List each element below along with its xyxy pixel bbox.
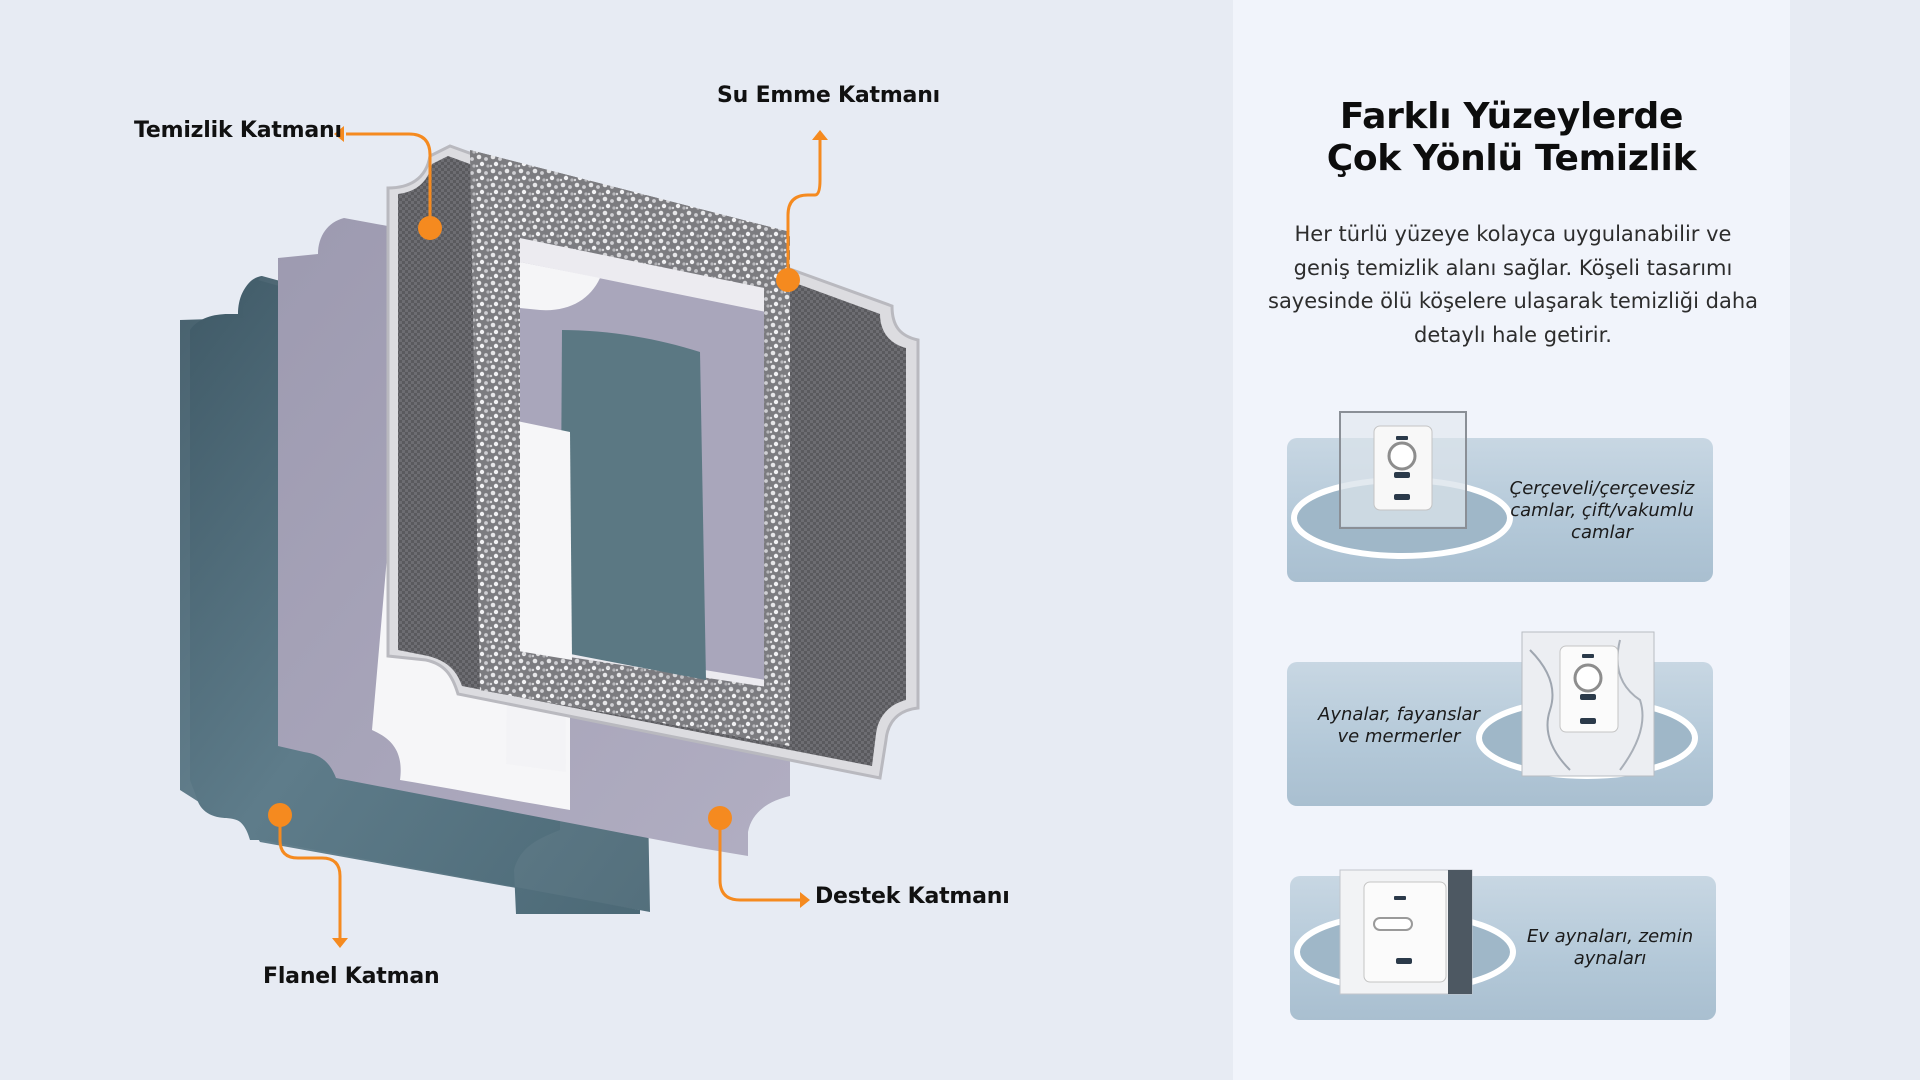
connector-cleaning (346, 132, 432, 228)
section-description: Her türlü yüzeye kolayca uygulanabilir v… (1268, 222, 1758, 347)
heading-line-1: Farklı Yüzeylerde (1339, 96, 1684, 137)
robot-on-mirror-image (1339, 869, 1473, 995)
dot-flannel (268, 803, 292, 827)
cleaning-layer-shape (386, 144, 920, 780)
card-label-2: Aynalar, fayanslar ve mermerler (1318, 704, 1480, 747)
heading-line-2: Çok Yönlü Temizlik (1326, 138, 1697, 179)
robot-on-marble-image (1521, 631, 1655, 777)
robot-on-glass-image (1339, 411, 1467, 529)
arrowhead-support (800, 892, 810, 908)
arrowhead-flannel (332, 938, 348, 948)
callout-connectors (278, 132, 822, 938)
dot-support (708, 806, 732, 830)
pad-layers-illustration (180, 126, 920, 948)
dot-cleaning (418, 216, 442, 240)
connector-flannel (278, 815, 342, 938)
callout-support-layer: Destek Katmanı (815, 884, 1010, 909)
card-label-3: Ev aynaları, zemin aynaları (1526, 926, 1694, 969)
dot-water (776, 268, 800, 292)
callout-flannel-layer: Flanel Katman (263, 964, 440, 989)
arrowhead-cleaning (334, 126, 344, 142)
card-label-1: Çerçeveli/çerçevesiz camlar, çift/vakuml… (1509, 478, 1695, 543)
connector-support (718, 818, 800, 902)
callout-cleaning-layer: Temizlik Katmanı (134, 118, 342, 143)
callout-water-absorb-layer: Su Emme Katmanı (717, 83, 941, 108)
right-edge-strip (1790, 0, 1920, 1080)
connector-water (786, 140, 822, 280)
section-heading: Farklı Yüzeylerde Çok Yönlü Temizlik (1233, 96, 1790, 180)
arrowhead-water (812, 130, 828, 140)
